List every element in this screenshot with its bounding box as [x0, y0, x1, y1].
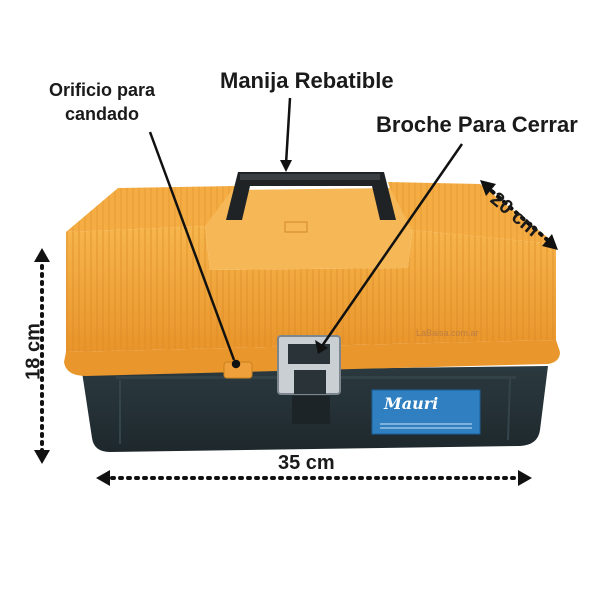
fold-handle — [226, 172, 396, 220]
brand-label — [371, 389, 481, 435]
callout-lock-hole: Orificio para candado — [40, 78, 164, 126]
callout-lines — [148, 97, 464, 369]
callout-handle: Manija Rebatible — [220, 68, 394, 93]
watermark: LaBaisa.com.ar — [416, 328, 479, 338]
clasp — [277, 335, 341, 424]
dimension-lines — [40, 184, 554, 480]
dimension-arrowheads — [34, 180, 558, 486]
dimension-width: 35 cm — [278, 452, 335, 474]
callout-clasp: Broche Para Cerrar — [376, 112, 578, 137]
dimension-height: 18 cm — [22, 323, 45, 380]
toolbox-lid — [66, 182, 556, 352]
brand-logo: Mauri — [384, 394, 439, 413]
callout-lock-hole-line1: Orificio para — [48, 80, 156, 100]
callout-lock-hole-line2: candado — [64, 104, 139, 124]
